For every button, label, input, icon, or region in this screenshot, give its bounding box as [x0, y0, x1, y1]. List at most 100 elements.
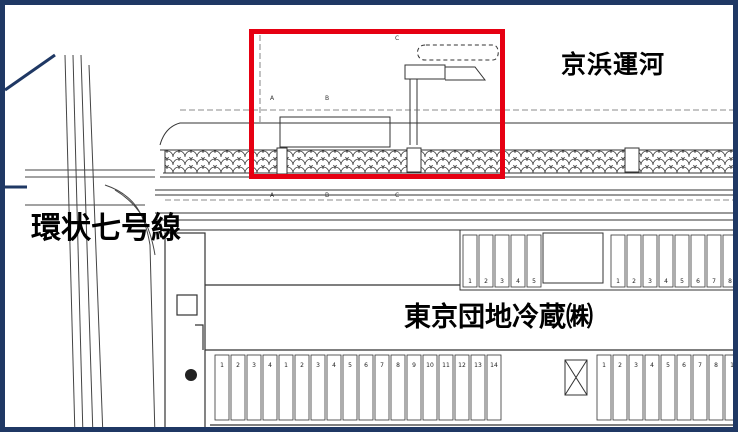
loading-bay: [406, 354, 422, 421]
bay-number: 2: [300, 362, 304, 369]
loading-bay: [658, 234, 674, 288]
loading-bay: [230, 354, 246, 421]
loading-bay: [626, 234, 642, 288]
company-label: 東京団地冷蔵㈱: [404, 302, 593, 333]
loading-bay: [478, 234, 494, 288]
loading-bay: [510, 234, 526, 288]
loading-bay: [706, 234, 722, 288]
bay-number: 11: [442, 362, 450, 369]
loading-bay: [278, 354, 294, 421]
bay-number: 6: [364, 362, 368, 369]
loading-bay: [422, 354, 438, 421]
loading-bay: [326, 354, 342, 421]
stairs: [276, 147, 640, 175]
bay-number: 6: [682, 362, 686, 369]
bay-number: 4: [268, 362, 272, 369]
loading-bay: [526, 234, 542, 288]
bay-number: 3: [316, 362, 320, 369]
bay-number: 9: [412, 362, 416, 369]
bay-number: 5: [532, 278, 536, 285]
loading-bay: [470, 354, 486, 421]
bay-number: 13: [474, 362, 482, 369]
pier-structure: [279, 44, 499, 148]
bay-number: 1: [730, 362, 734, 369]
loading-bay: [612, 354, 628, 421]
loading-bay: [294, 354, 310, 421]
loading-bay: [438, 354, 454, 421]
building-outline: [164, 232, 733, 427]
loading-bay: [724, 354, 733, 421]
bay-number: 8: [396, 362, 400, 369]
bay-number: 2: [618, 362, 622, 369]
bay-number: 2: [236, 362, 240, 369]
loading-bay: [246, 354, 262, 421]
loading-bay: [676, 354, 692, 421]
loading-bay: [644, 354, 660, 421]
upper-bays: [459, 229, 733, 291]
svg-text:B: B: [325, 95, 329, 102]
loading-bay: [596, 354, 612, 421]
bay-number: 2: [484, 278, 488, 285]
marker-dot: [185, 369, 197, 381]
bay-number: 8: [714, 362, 718, 369]
loading-bay: [642, 234, 658, 288]
highlight-box: [249, 29, 505, 179]
loading-bay: [660, 354, 676, 421]
loading-bay: [674, 234, 690, 288]
road-label: 環状七号線: [31, 211, 181, 246]
loading-bay: [610, 234, 626, 288]
loading-bay: [722, 234, 733, 288]
bay-number: 5: [348, 362, 352, 369]
road-lines: [25, 54, 156, 427]
loading-bay: [462, 234, 478, 288]
loading-bay: [262, 354, 278, 421]
loading-bay: [486, 354, 502, 421]
section-markers: A B C A B C: [270, 35, 399, 199]
bay-number: 4: [516, 278, 520, 285]
bay-number: 3: [648, 278, 652, 285]
bay-number: 4: [664, 278, 668, 285]
loading-bay: [690, 234, 706, 288]
bay-number: 3: [634, 362, 638, 369]
svg-text:A: A: [270, 95, 275, 102]
bay-number: 12: [458, 362, 466, 369]
loading-bay: [358, 354, 374, 421]
loading-bay: [342, 354, 358, 421]
loading-bay: [374, 354, 390, 421]
bay-number: 1: [284, 362, 288, 369]
loading-bay: [494, 234, 510, 288]
canal-label: 京浜運河: [561, 50, 666, 79]
bay-number: 10: [426, 362, 434, 369]
svg-text:B: B: [325, 192, 329, 199]
bay-number: 2: [632, 278, 636, 285]
bay-number: 3: [500, 278, 504, 285]
bay-number: 14: [490, 362, 498, 369]
loading-bay: [310, 354, 326, 421]
bay-number: 1: [220, 362, 224, 369]
bay-number: 5: [680, 278, 684, 285]
bay-number: 3: [252, 362, 256, 369]
bay-number: 6: [696, 278, 700, 285]
bay-number: 1: [602, 362, 606, 369]
loading-bay: [390, 354, 406, 421]
leader-line: [5, 53, 56, 92]
bay-number: 8: [728, 278, 732, 285]
loading-bay: [708, 354, 724, 421]
bay-number: 7: [712, 278, 716, 285]
bay-number: 7: [380, 362, 384, 369]
svg-text:C: C: [395, 192, 399, 199]
bay-number: 1: [616, 278, 620, 285]
loading-bay: [692, 354, 708, 421]
bay-number: 7: [698, 362, 702, 369]
bay-number: 5: [666, 362, 670, 369]
bay-number: 4: [332, 362, 336, 369]
section-lines: [165, 35, 733, 201]
bay-number: 4: [650, 362, 654, 369]
svg-text:C: C: [395, 35, 399, 42]
loading-bay: [628, 354, 644, 421]
loading-bay: [454, 354, 470, 421]
bay-number: 1: [468, 278, 472, 285]
